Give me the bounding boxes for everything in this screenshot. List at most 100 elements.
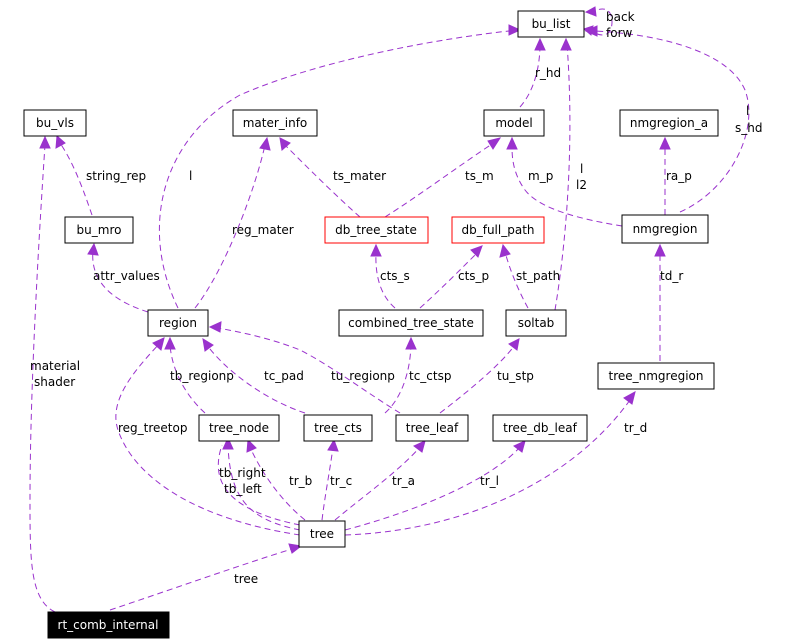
edge-region-bu_mro <box>92 249 149 313</box>
node-db_tree_state[interactable]: db_tree_state <box>324 216 429 244</box>
node-label: rt_comb_internal <box>58 618 159 632</box>
edge-cts-db_full_path <box>419 251 479 309</box>
edge-label-l2: l2 <box>576 178 587 192</box>
edge-tree-tree_node-b <box>217 444 301 526</box>
node-label: model <box>495 116 532 130</box>
edge-label-reg_treetop: reg_treetop <box>118 421 187 435</box>
edge-tree_node-region <box>169 344 206 414</box>
edge-labels: back forw r_hd l l s_hd l l2 string_rep … <box>30 10 762 586</box>
node-label: bu_vls <box>36 116 74 130</box>
edge-label-string_rep: string_rep <box>86 169 146 183</box>
edge-tree-region <box>115 342 301 536</box>
node-tree_db_leaf[interactable]: tree_db_leaf <box>492 414 588 442</box>
node-tree_leaf[interactable]: tree_leaf <box>395 414 469 442</box>
edge-tree-tree_db_leaf <box>344 446 521 531</box>
edge-label-shader: shader <box>34 375 75 389</box>
edge-label-tr_d: tr_d <box>624 421 647 435</box>
edge-arrowhead <box>659 136 671 150</box>
edge-region-bu_list <box>159 29 519 309</box>
edge-label-cts_s: cts_s <box>380 269 410 283</box>
edge-label-reg_mater: reg_mater <box>232 223 294 237</box>
node-model[interactable]: model <box>483 109 545 137</box>
edge-nmgregion-bu_list <box>594 30 750 213</box>
edge-soltab-bu_list <box>554 43 571 311</box>
node-soltab[interactable]: soltab <box>505 309 567 337</box>
node-label: soltab <box>518 316 555 330</box>
edge-tree_leaf-cts <box>384 344 412 414</box>
edge-bu_mro-bu_vls <box>59 142 93 216</box>
edge-label-ts_mater: ts_mater <box>333 169 386 183</box>
edge-label-tu_stp: tu_stp <box>497 369 534 383</box>
edge-label-cts_p: cts_p <box>458 269 489 283</box>
node-label: tree_cts <box>314 421 362 435</box>
edge-arrowhead <box>288 543 303 554</box>
edge-label-tb_left: tb_left <box>224 482 262 496</box>
node-tree[interactable]: tree <box>298 520 346 548</box>
node-tree_cts[interactable]: tree_cts <box>303 414 373 442</box>
edge-arrowhead <box>39 135 51 149</box>
edge-arrowhead <box>470 245 483 258</box>
edge-tree-tree_leaf <box>334 446 421 521</box>
edge-label-s_hd: s_hd <box>735 121 762 135</box>
edge-label-tu_regionp: tu_regionp <box>331 369 395 383</box>
edge-tree-tree_node-a <box>227 444 301 531</box>
node-label: mater_info <box>243 116 308 130</box>
node-label: region <box>159 316 197 330</box>
edge-db_tree_state-model <box>384 141 496 218</box>
edge-arrowhead <box>208 321 222 333</box>
edge-arrowhead <box>152 337 165 351</box>
node-tree_node[interactable]: tree_node <box>198 414 280 442</box>
node-label: tree_nmgregion <box>608 369 703 383</box>
node-db_full_path[interactable]: db_full_path <box>451 216 545 244</box>
edge-label-l: l <box>580 162 583 176</box>
edge-tree_leaf-soltab <box>439 344 516 414</box>
edge-bu_list-self <box>589 8 613 36</box>
edge-arrowhead <box>222 436 234 450</box>
node-label: nmgregion <box>633 222 698 236</box>
node-label: tree_db_leaf <box>503 421 577 435</box>
node-label: db_full_path <box>461 223 534 237</box>
node-combined_tree_state[interactable]: combined_tree_state <box>338 309 484 337</box>
edge-label-tr_a: tr_a <box>392 474 415 488</box>
edge-label-tb_regionp: tb_regionp <box>170 369 234 383</box>
node-mater_info[interactable]: mater_info <box>232 109 318 137</box>
edge-arrowhead <box>246 438 257 453</box>
edge-label-material: material <box>30 359 80 373</box>
edge-arrowhead <box>584 6 597 17</box>
edge-label-tr_l: tr_l <box>480 474 499 488</box>
node-bu_vls[interactable]: bu_vls <box>23 109 87 137</box>
edge-label-attr_values: attr_values <box>93 269 160 283</box>
edge-label-tr_b: tr_b <box>289 474 312 488</box>
node-nmgregion_a[interactable]: nmgregion_a <box>619 109 719 137</box>
edge-tree_cts-region <box>206 344 306 414</box>
edge-arrowhead <box>499 243 511 258</box>
node-rt_comb_internal[interactable]: rt_comb_internal <box>47 611 170 639</box>
edge-region-mater_info <box>194 144 266 309</box>
edge-label-ts_m: ts_m <box>465 169 494 183</box>
edge-label-tc_pad: tc_pad <box>264 369 304 383</box>
node-region[interactable]: region <box>147 309 209 337</box>
edge-label-td_r: td_r <box>660 269 683 283</box>
edge-tree-tree_nmgregion <box>344 399 631 536</box>
edge-arrowhead <box>506 136 518 150</box>
edges <box>29 6 750 613</box>
edge-arrowhead <box>87 242 99 256</box>
edge-arrowhead <box>508 338 520 351</box>
edge-arrowhead <box>487 137 502 150</box>
edge-label-ra_p: ra_p <box>666 169 692 183</box>
node-label: combined_tree_state <box>348 316 474 330</box>
node-label: db_tree_state <box>335 223 417 237</box>
node-bu_mro[interactable]: bu_mro <box>64 216 134 244</box>
edge-rt_comb_internal-tree <box>109 547 296 611</box>
edge-arrowhead <box>513 440 526 453</box>
edge-cts-db_tree_state <box>375 251 396 309</box>
edge-db_tree_state-mater_info <box>284 144 361 218</box>
edge-label-tr_c: tr_c <box>330 474 352 488</box>
node-nmgregion[interactable]: nmgregion <box>621 214 709 244</box>
edge-tree-tree_node-trb <box>249 446 306 521</box>
node-tree_nmgregion[interactable]: tree_nmgregion <box>597 362 715 390</box>
node-label: tree_node <box>209 421 269 435</box>
node-bu_list[interactable]: bu_list <box>517 10 585 38</box>
edge-label-st_path: st_path <box>516 269 560 283</box>
